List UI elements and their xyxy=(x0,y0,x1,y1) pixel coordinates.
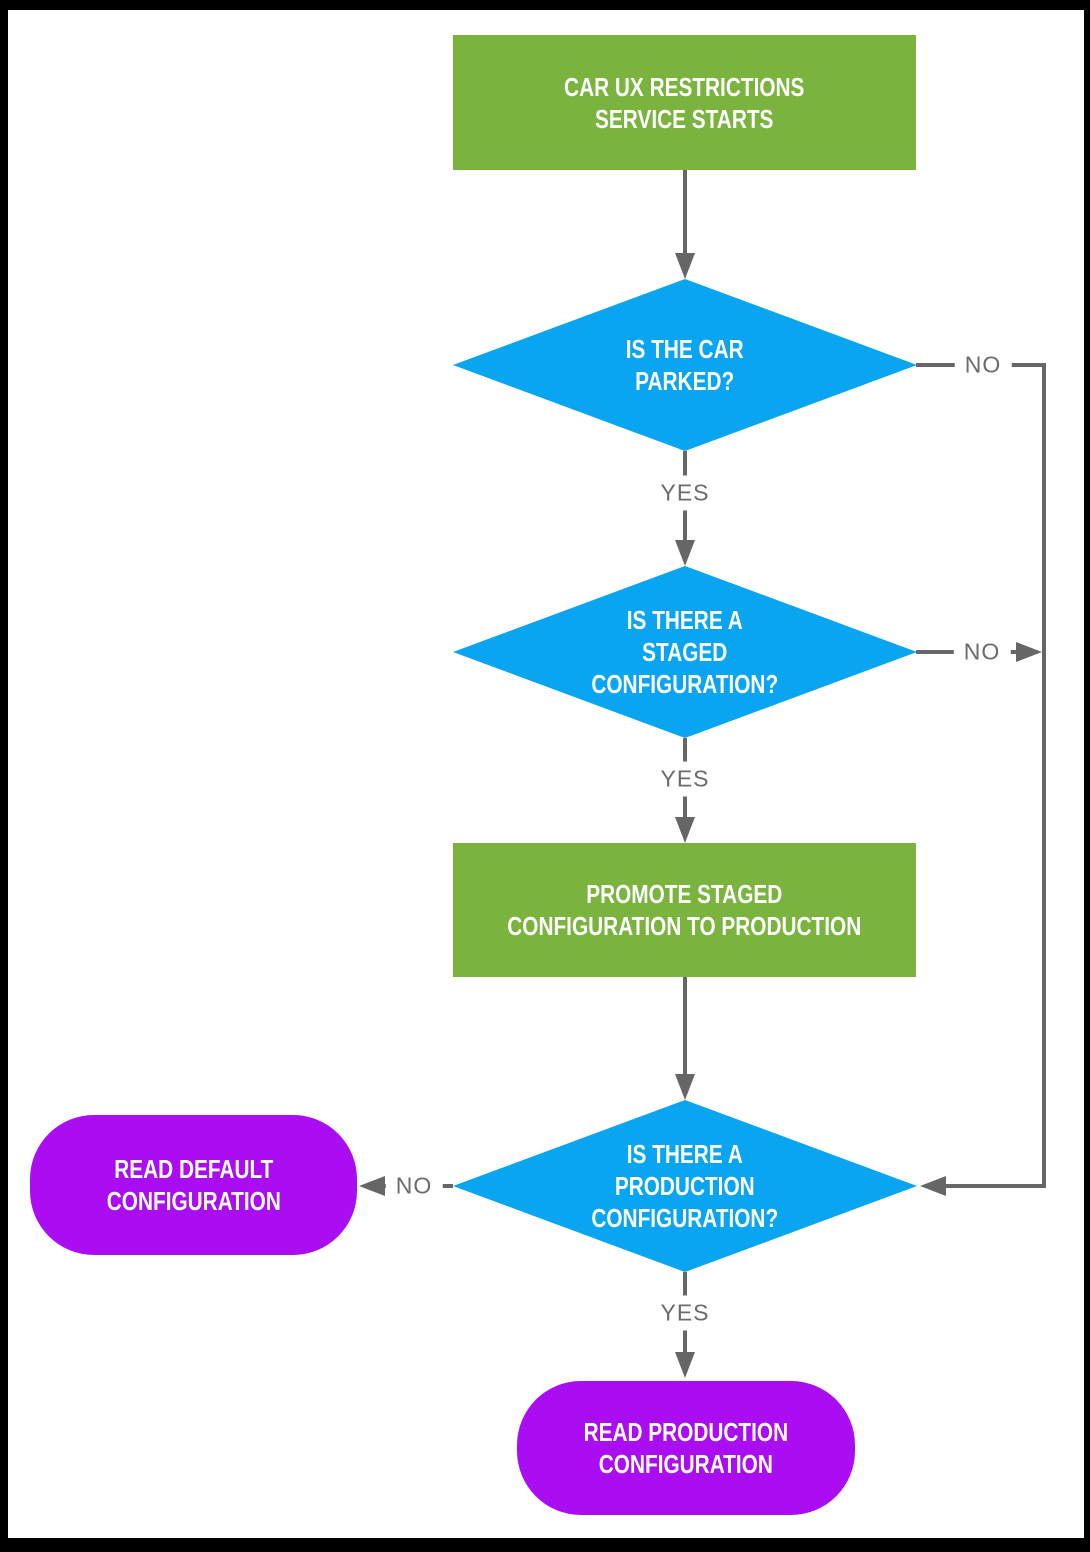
node-is-production-configuration: IS THERE A PRODUCTION CONFIGURATION? xyxy=(453,1100,917,1272)
node-promote-staged: PROMOTE STAGED CONFIGURATION TO PRODUCTI… xyxy=(453,843,916,977)
arrowhead-parked-yes xyxy=(675,540,695,566)
image-frame-left xyxy=(0,0,8,1552)
node-read-production: READ PRODUCTION CONFIGURATION xyxy=(517,1381,855,1515)
edge-label-staged-yes: YES xyxy=(650,761,720,797)
node-is-car-parked: IS THE CAR PARKED? xyxy=(453,279,917,451)
edge-label-staged-no: NO xyxy=(953,634,1011,670)
node-service-start: CAR UX RESTRICTIONS SERVICE STARTS xyxy=(453,35,916,170)
node-read-default: READ DEFAULT CONFIGURATION xyxy=(30,1115,357,1255)
node-service-start-label: CAR UX RESTRICTIONS SERVICE STARTS xyxy=(564,71,805,134)
edge-label-parked-yes: YES xyxy=(650,475,720,511)
image-frame-bottom xyxy=(0,1538,1090,1552)
node-is-car-parked-label: IS THE CAR PARKED? xyxy=(626,334,744,396)
connector-trunk-to-production xyxy=(946,1184,1046,1188)
image-frame-top xyxy=(0,0,1090,10)
node-read-default-label: READ DEFAULT CONFIGURATION xyxy=(106,1154,281,1216)
arrowhead-staged-yes xyxy=(675,817,695,843)
arrowhead-promote-to-production xyxy=(675,1074,695,1100)
node-read-production-label: READ PRODUCTION CONFIGURATION xyxy=(583,1417,789,1479)
arrowhead-start-to-parked xyxy=(675,253,695,279)
connector-promote-to-production xyxy=(683,977,687,1074)
connector-start-to-parked xyxy=(683,170,687,253)
arrowhead-trunk-to-production xyxy=(920,1176,946,1196)
node-is-production-configuration-label: IS THERE A PRODUCTION CONFIGURATION? xyxy=(591,1139,779,1233)
arrowhead-production-yes xyxy=(675,1352,695,1378)
node-promote-staged-label: PROMOTE STAGED CONFIGURATION TO PRODUCTI… xyxy=(507,879,862,941)
connector-no-trunk-vertical xyxy=(1042,363,1046,1188)
arrowhead-production-no xyxy=(359,1176,385,1196)
edge-label-parked-no: NO xyxy=(954,347,1012,383)
image-frame-right xyxy=(1084,0,1090,1552)
node-is-staged-configuration: IS THERE A STAGED CONFIGURATION? xyxy=(453,566,917,738)
node-is-staged-configuration-label: IS THERE A STAGED CONFIGURATION? xyxy=(591,605,779,699)
edge-label-production-no: NO xyxy=(385,1168,443,1204)
edge-label-production-yes: YES xyxy=(650,1295,720,1331)
arrowhead-staged-no xyxy=(1016,642,1042,662)
